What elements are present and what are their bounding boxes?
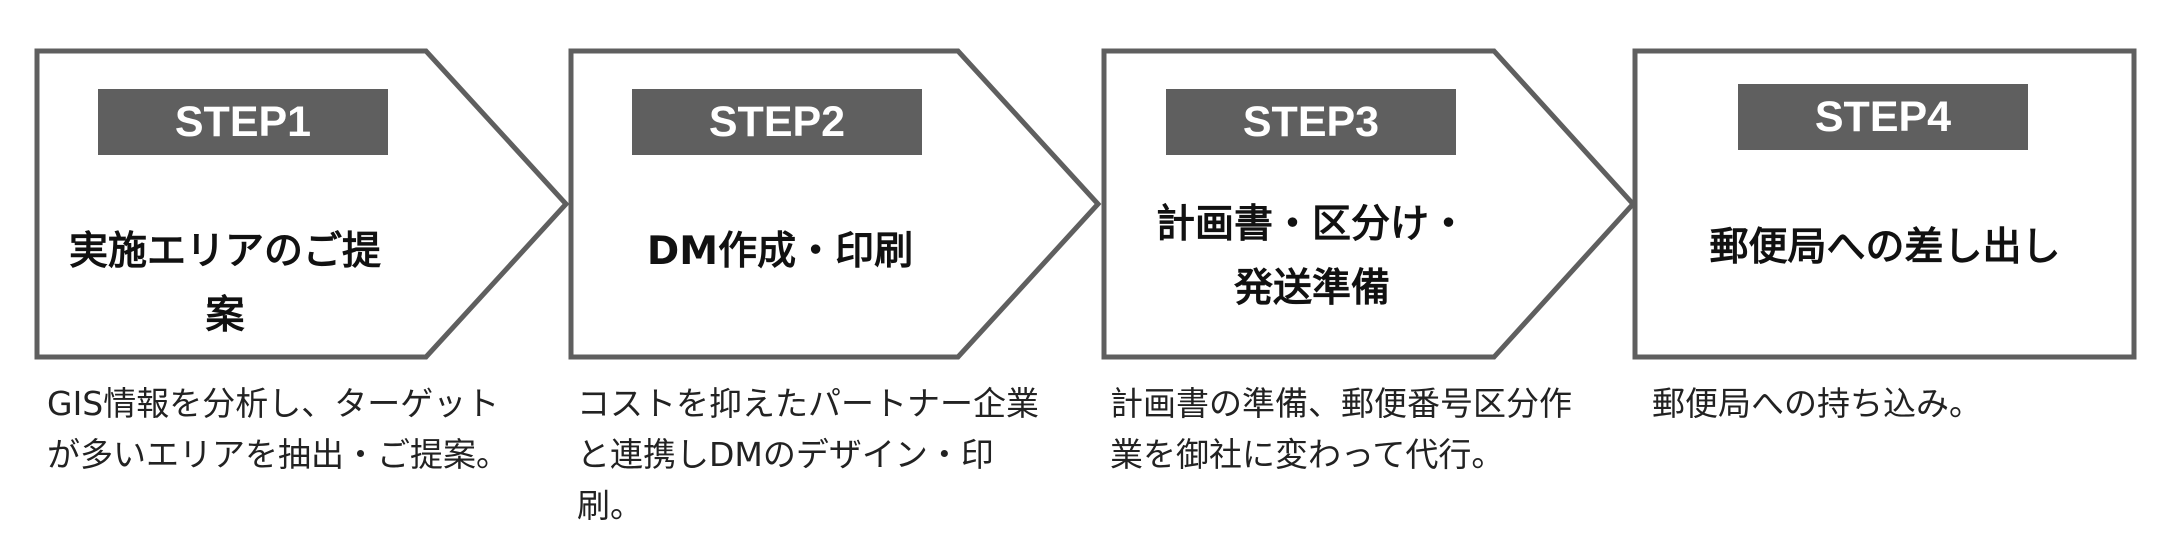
- step4-badge: STEP4: [1738, 84, 2028, 150]
- step1-title: 実施エリアのご提案: [68, 229, 381, 338]
- step4-description: 郵便局への持ち込み。: [1652, 384, 1982, 423]
- step4-title: 郵便局への差し出し: [1709, 225, 2061, 270]
- step1-badge: STEP1: [98, 89, 388, 155]
- step2-title: DM作成・印刷: [646, 229, 914, 274]
- step2-description: コストを抑えたパートナー企業と連携しDMのデザイン・印刷。: [577, 384, 1039, 525]
- step3-badge: STEP3: [1166, 89, 1456, 155]
- step3-description: 計画書の準備、郵便番号区分作業を御社に変わって代行。: [1110, 384, 1572, 474]
- step2-badge: STEP2: [632, 89, 922, 155]
- step3-title: 計画書・区分け・発送準備: [1155, 202, 1468, 311]
- step1-description: GIS情報を分析し、ターゲットが多いエリアを抽出・ご提案。: [47, 384, 509, 474]
